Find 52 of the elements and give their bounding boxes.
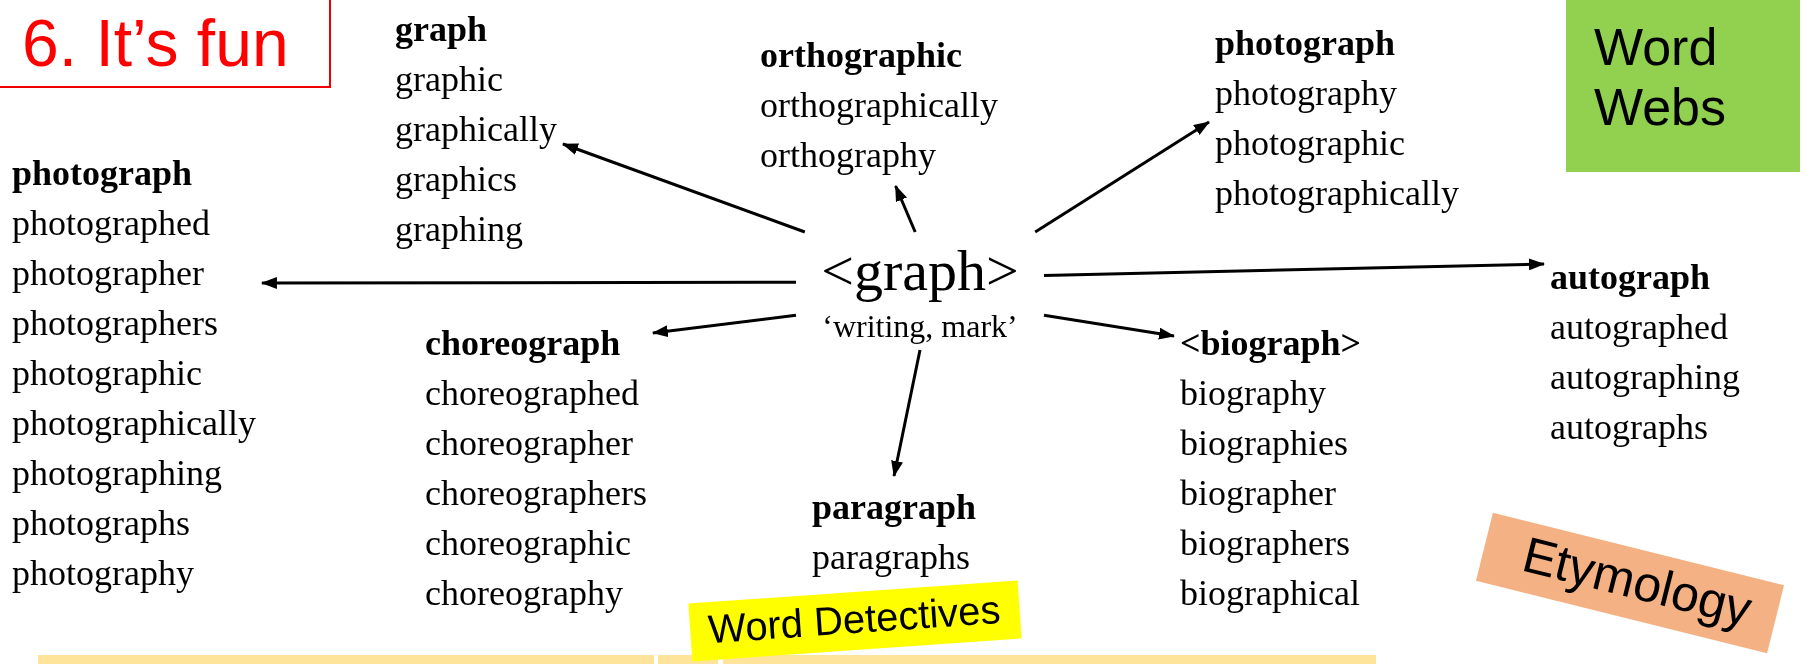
headword: paragraph [812, 486, 977, 529]
derived-word: graphically [395, 108, 557, 151]
topic-tag: Word Webs [1566, 0, 1800, 172]
derived-word: photographic [1215, 122, 1405, 165]
derived-word: autographing [1550, 356, 1740, 399]
headword: graph [395, 8, 488, 51]
arrow [1043, 258, 1545, 278]
derived-word: photographing [12, 452, 222, 495]
derived-word: photographs [12, 502, 190, 545]
headword: photograph [1215, 22, 1396, 65]
root-word: <graph> [820, 237, 1020, 305]
headword: autograph [1550, 256, 1711, 299]
derived-word: photographically [12, 402, 256, 445]
derived-word: photographically [1215, 172, 1459, 215]
arrow [1043, 313, 1175, 340]
derived-word: paragraphs [812, 536, 970, 579]
derived-word: autographs [1550, 406, 1708, 449]
derived-word: graphics [395, 158, 517, 201]
derived-word: photography [12, 552, 194, 595]
meaning-gloss: ‘writing, mark’ [821, 307, 1019, 346]
arrow [894, 185, 917, 233]
headword: <biograph> [1180, 322, 1362, 365]
arrow [651, 313, 797, 338]
topic-tag: Word Detectives [688, 580, 1022, 662]
derived-word: choreographed [425, 372, 639, 415]
headword: photograph [12, 152, 193, 195]
derived-word: biographer [1180, 472, 1336, 515]
arrow [562, 142, 806, 234]
derived-word: biographies [1180, 422, 1348, 465]
derived-word: photographic [12, 352, 202, 395]
derived-word: photography [1215, 72, 1397, 115]
derived-word: photographers [12, 302, 218, 345]
derived-word: biographers [1180, 522, 1350, 565]
derived-word: biographical [1180, 572, 1360, 615]
arrow [1034, 120, 1210, 234]
derived-word: graphing [395, 208, 523, 251]
derived-word: biography [1180, 372, 1326, 415]
arrow [891, 349, 922, 477]
derived-word: orthography [760, 134, 936, 177]
arrow [260, 277, 796, 289]
derived-word: photographer [12, 252, 204, 295]
slide-title: 6. It’s fun [0, 0, 331, 88]
derived-word: choreographers [425, 472, 647, 515]
derived-word: choreographic [425, 522, 631, 565]
derived-word: choreographer [425, 422, 633, 465]
derived-word: choreography [425, 572, 623, 615]
derived-word: orthographically [760, 84, 998, 127]
headword: orthographic [760, 34, 962, 77]
derived-word: photographed [12, 202, 210, 245]
derived-word: graphic [395, 58, 503, 101]
derived-word: autographed [1550, 306, 1728, 349]
headword: choreograph [425, 322, 621, 365]
